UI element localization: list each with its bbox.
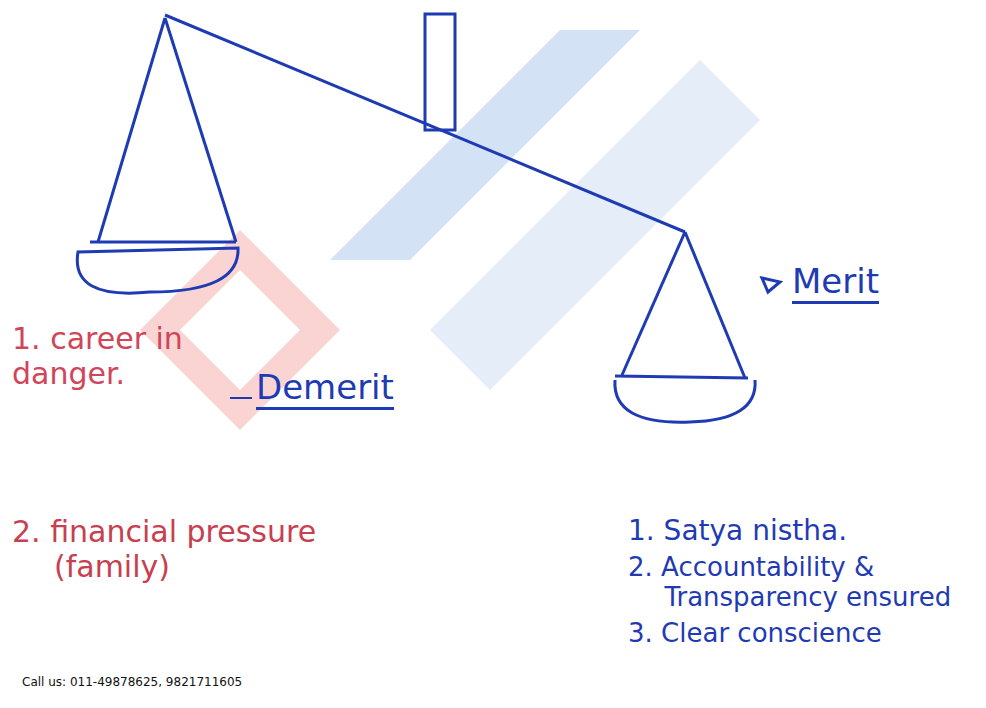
list-item: 1. Satya nistha.: [628, 515, 978, 547]
list-item: 1. career in danger.: [12, 322, 262, 391]
list-item: 3. Clear conscience: [628, 619, 978, 649]
footer-note: Call us: 011-49878625, 9821711605: [22, 676, 242, 690]
heading-label: Demerit: [256, 368, 394, 410]
list-item: 2. Accountability & Transparency ensured: [628, 553, 986, 613]
list-item: 2. financial pressure (family): [12, 515, 384, 584]
heading-label: Merit: [792, 262, 879, 304]
